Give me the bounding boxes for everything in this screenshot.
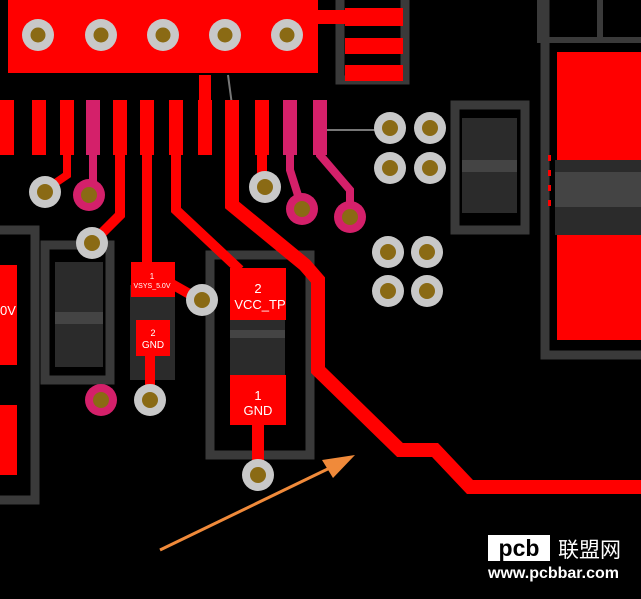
pad bbox=[372, 275, 404, 307]
pad bbox=[374, 112, 406, 144]
via bbox=[134, 384, 166, 416]
smd-pads-top-right bbox=[345, 8, 403, 81]
header-pin bbox=[147, 19, 179, 51]
pad-mid-2-number: 2 bbox=[254, 281, 261, 296]
header-pin bbox=[209, 19, 241, 51]
pad bbox=[372, 236, 404, 268]
pad-left-2-net: GND bbox=[142, 340, 164, 351]
pad bbox=[411, 275, 443, 307]
header-pin bbox=[271, 19, 303, 51]
through-hole-pads bbox=[22, 19, 446, 491]
right-box-outlines bbox=[537, 0, 641, 43]
watermark-logo-text: pcb bbox=[499, 535, 540, 561]
pad-mid-1-net: GND bbox=[244, 403, 273, 418]
watermark-logo-box bbox=[488, 535, 550, 561]
via-inner bbox=[73, 179, 105, 211]
pad bbox=[414, 112, 446, 144]
via-inner bbox=[85, 384, 117, 416]
watermark: pcb 联盟网 www.pcbbar.com bbox=[487, 535, 621, 582]
watermark-url: www.pcbbar.com bbox=[487, 565, 619, 582]
via bbox=[76, 227, 108, 259]
header-pin bbox=[85, 19, 117, 51]
ic-pins bbox=[0, 100, 327, 155]
pad-left-1-number: 1 bbox=[150, 272, 155, 281]
via bbox=[242, 459, 274, 491]
silk-dashes bbox=[548, 155, 551, 206]
via bbox=[249, 171, 281, 203]
net-label-vsys: VSYS_5.0V bbox=[134, 283, 171, 290]
header-pin bbox=[22, 19, 54, 51]
pad-left-2-number: 2 bbox=[150, 328, 155, 338]
left-edge-label: 0V bbox=[0, 303, 16, 318]
watermark-brand: 联盟网 bbox=[558, 538, 621, 562]
via-inner bbox=[286, 193, 318, 225]
via-inner bbox=[334, 201, 366, 233]
via bbox=[186, 284, 218, 316]
pad-labels: 1 VSYS_5.0V 2 GND 2 VCC_TP 1 GND 0V bbox=[0, 272, 286, 418]
component-stripes bbox=[55, 160, 641, 338]
pad bbox=[411, 236, 443, 268]
component-outlines bbox=[0, 0, 641, 505]
pad-mid-2-net: VCC_TP bbox=[234, 297, 285, 312]
component-pads bbox=[0, 52, 641, 475]
pad bbox=[414, 152, 446, 184]
copper-traces bbox=[42, 10, 641, 494]
annotation-arrow bbox=[159, 455, 355, 552]
pad bbox=[374, 152, 406, 184]
pad-mid-1-number: 1 bbox=[254, 388, 261, 403]
via bbox=[29, 176, 61, 208]
